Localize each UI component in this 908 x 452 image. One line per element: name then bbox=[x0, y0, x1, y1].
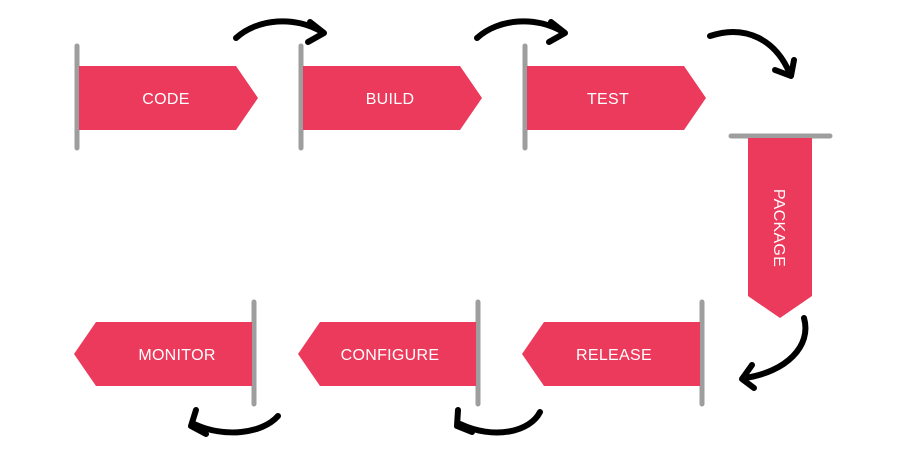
stage-configure-label: CONFIGURE bbox=[341, 347, 440, 364]
stage-build-banner bbox=[303, 66, 482, 130]
stage-configure-banner bbox=[298, 322, 476, 386]
stage-build-label: BUILD bbox=[366, 91, 415, 108]
stage-release-label: RELEASE bbox=[576, 347, 652, 364]
stage-release: RELEASE bbox=[522, 299, 705, 407]
stage-code: CODE bbox=[74, 43, 258, 151]
stage-test-banner bbox=[527, 66, 706, 130]
stage-configure: CONFIGURE bbox=[298, 299, 481, 407]
stage-monitor-banner bbox=[74, 322, 252, 386]
stage-code-banner bbox=[79, 66, 258, 130]
stage-monitor: MONITOR bbox=[74, 299, 257, 407]
curved-arrow-icon bbox=[188, 407, 281, 437]
stage-build: BUILD bbox=[298, 43, 482, 151]
stage-package: PACKAGE bbox=[728, 133, 833, 318]
stage-test: TEST bbox=[522, 43, 706, 151]
curved-arrow-icon bbox=[454, 407, 543, 436]
curved-arrow-icon bbox=[739, 315, 809, 391]
stage-test-label: TEST bbox=[587, 91, 629, 108]
stage-package-banner bbox=[748, 138, 812, 318]
curved-arrow-icon bbox=[707, 29, 797, 79]
curved-arrow-icon bbox=[233, 18, 327, 45]
stage-code-label: CODE bbox=[142, 91, 189, 108]
curved-arrow-icon bbox=[474, 18, 568, 45]
stage-monitor-label: MONITOR bbox=[138, 347, 215, 364]
stage-package-label: PACKAGE bbox=[770, 189, 787, 267]
stage-release-banner bbox=[522, 322, 700, 386]
